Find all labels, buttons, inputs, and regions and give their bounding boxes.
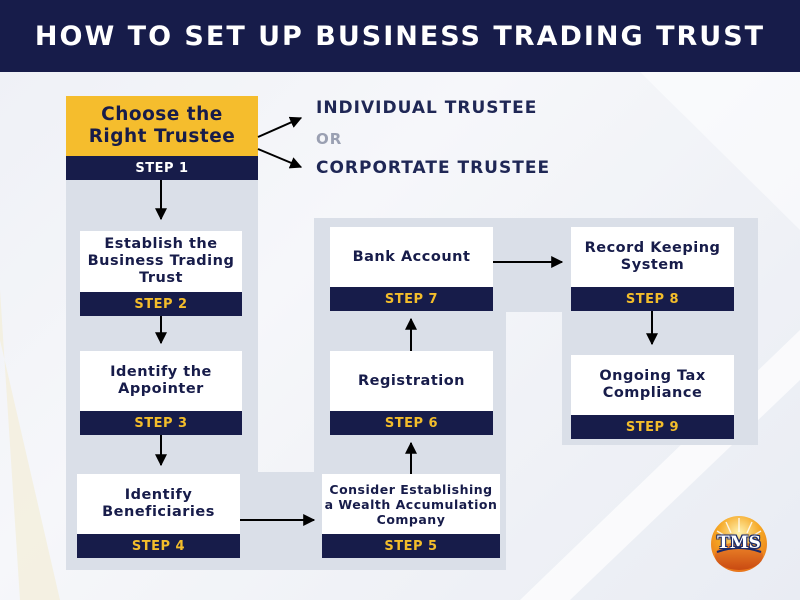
tms-logo: TMS [709, 514, 769, 574]
step-card-8: Record Keeping System STEP 8 [571, 227, 734, 311]
step-card-2: Establish the Business Trading Trust STE… [80, 231, 242, 316]
trustee-option-corporate: CORPORTATE TRUSTEE [316, 158, 551, 178]
step-label: Identify Beneficiaries [77, 474, 240, 534]
step-card-5: Consider Establishing a Wealth Accumulat… [322, 474, 500, 558]
step-card-6: Registration STEP 6 [330, 351, 493, 435]
step-number: STEP 6 [330, 411, 493, 435]
step-label: Establish the Business Trading Trust [80, 231, 242, 292]
logo-text: TMS [717, 533, 761, 553]
step-number: STEP 7 [330, 287, 493, 311]
step-label: Bank Account [330, 227, 493, 287]
step-label: Registration [330, 351, 493, 411]
step-label: Consider Establishing a Wealth Accumulat… [322, 474, 500, 534]
step-number: STEP 8 [571, 287, 734, 311]
arrow-step1-to-corporate [257, 148, 303, 169]
step-number: STEP 1 [66, 156, 258, 180]
step-number: STEP 4 [77, 534, 240, 558]
trustee-option-separator: OR [316, 130, 343, 148]
step-label: Choose the Right Trustee [66, 96, 258, 156]
step-label: Ongoing Tax Compliance [571, 355, 734, 415]
step-card-7: Bank Account STEP 7 [330, 227, 493, 311]
step-card-1: Choose the Right Trustee STEP 1 [66, 96, 258, 180]
step-card-9: Ongoing Tax Compliance STEP 9 [571, 355, 734, 439]
page-title: HOW TO SET UP BUSINESS TRADING TRUST [34, 20, 766, 52]
step-number: STEP 2 [80, 292, 242, 316]
trustee-option-individual: INDIVIDUAL TRUSTEE [316, 98, 538, 118]
step-number: STEP 5 [322, 534, 500, 558]
step-card-4: Identify Beneficiaries STEP 4 [77, 474, 240, 558]
step-label: Identify the Appointer [80, 351, 242, 411]
step-number: STEP 3 [80, 411, 242, 435]
step-label: Record Keeping System [571, 227, 734, 287]
arrow-step1-to-individual [257, 116, 303, 138]
step-card-3: Identify the Appointer STEP 3 [80, 351, 242, 435]
step-number: STEP 9 [571, 415, 734, 439]
logo-sun-icon [711, 516, 767, 572]
header-banner: HOW TO SET UP BUSINESS TRADING TRUST [0, 0, 800, 72]
